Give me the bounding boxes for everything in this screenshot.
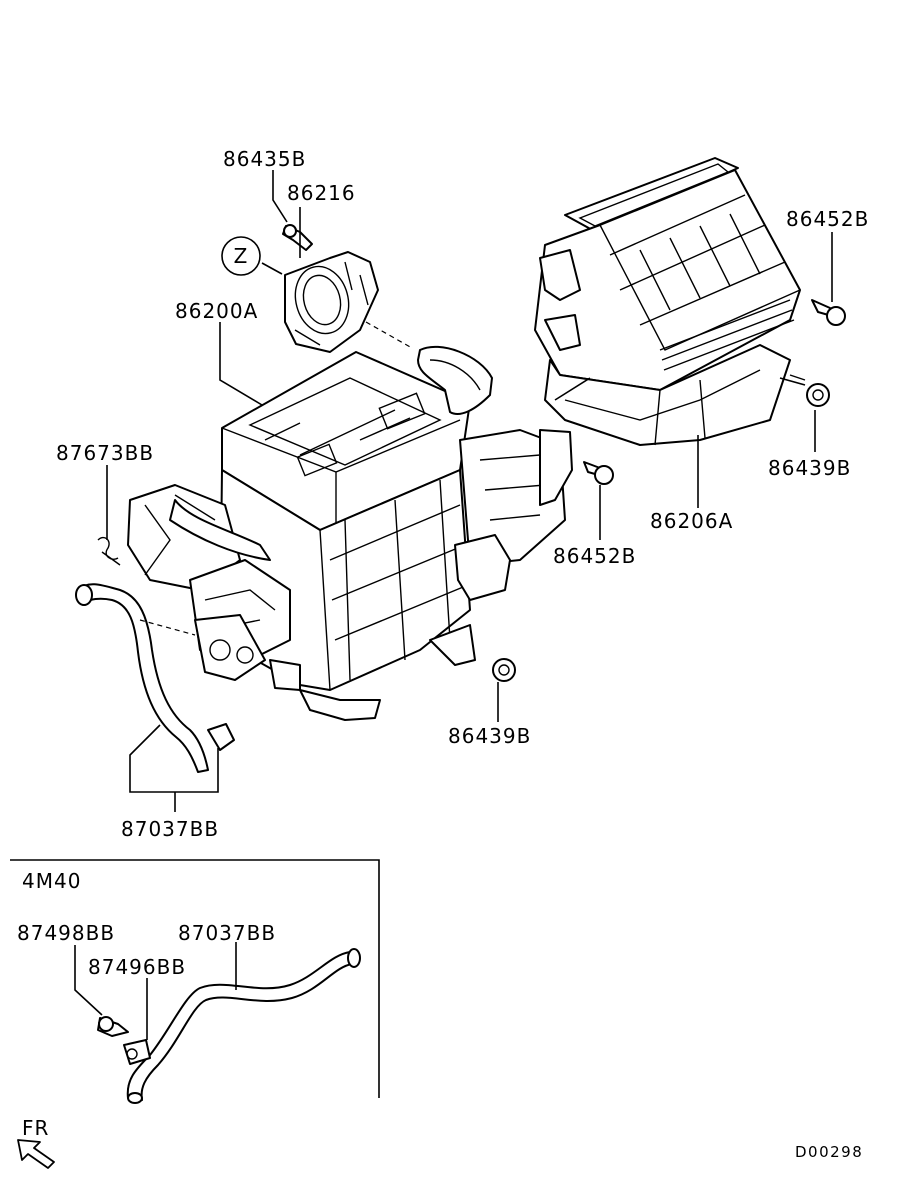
label-86439b-bottom: 86439B <box>448 724 531 748</box>
label-86435b: 86435B <box>223 147 306 171</box>
inset-title: 4M40 <box>22 869 81 893</box>
label-87498bb: 87498BB <box>17 921 115 945</box>
leader-lines <box>106 170 833 812</box>
label-86216: 86216 <box>287 181 356 205</box>
label-87037bb-main: 87037BB <box>121 817 219 841</box>
diagram-code: D00298 <box>795 1143 863 1161</box>
bolt-86452b-mid[interactable] <box>583 461 614 485</box>
screw-86435b[interactable] <box>282 224 313 251</box>
label-86452b-top: 86452B <box>786 207 869 231</box>
label-87673bb: 87673BB <box>56 441 154 465</box>
label-86206a: 86206A <box>650 509 733 533</box>
clip-87673bb[interactable] <box>97 536 121 566</box>
label-86439b-right: 86439B <box>768 456 851 480</box>
bolt-86452b-right[interactable] <box>811 299 846 326</box>
label-87037bb-inset: 87037BB <box>178 921 276 945</box>
seal-86216[interactable] <box>284 251 379 353</box>
clip-87496bb[interactable] <box>123 1039 151 1065</box>
z-marker: Z <box>221 236 261 276</box>
fitting-87498bb[interactable] <box>97 1016 129 1037</box>
nut-86439b-right[interactable] <box>806 383 830 407</box>
heater-unit-assembly[interactable] <box>127 345 573 721</box>
blower-unit-assembly[interactable] <box>534 157 806 446</box>
hose-87037bb-inset[interactable] <box>126 948 361 1104</box>
hose-87037bb-main[interactable] <box>75 583 235 773</box>
front-arrow-icon <box>17 1139 55 1169</box>
z-marker-label: Z <box>234 244 249 268</box>
inset-4m40: 4M40 87498BB 87037BB 87496BB <box>10 859 380 1104</box>
label-87496bb: 87496BB <box>88 955 186 979</box>
label-86452b-mid: 86452B <box>553 544 636 568</box>
nut-86439b-bottom[interactable] <box>492 658 516 682</box>
front-direction-indicator: FR <box>17 1116 55 1169</box>
label-86200a: 86200A <box>175 299 258 323</box>
direction-label: FR <box>22 1116 49 1140</box>
